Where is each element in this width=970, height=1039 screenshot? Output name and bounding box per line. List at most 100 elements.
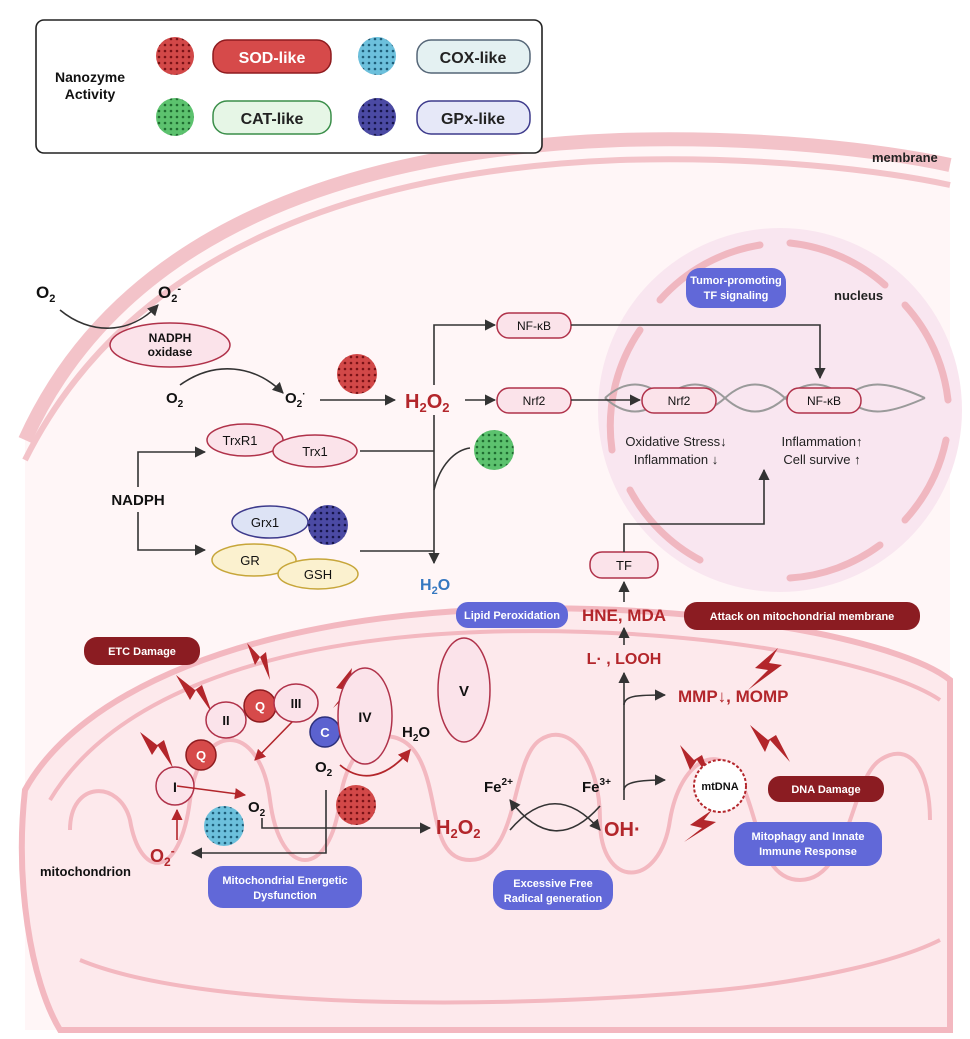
complex-v-label: V bbox=[459, 683, 469, 700]
legend-title-line1: Nanozyme bbox=[55, 69, 125, 85]
complex-iv bbox=[337, 667, 393, 765]
lightning-icon bbox=[680, 745, 712, 782]
tf-label: TF bbox=[616, 558, 632, 573]
mito-energetic-line1: Mitochondrial Energetic bbox=[222, 875, 347, 887]
gpx-nanozyme-cyto-icon bbox=[308, 505, 348, 545]
nadph-oxidase-line2: oxidase bbox=[148, 345, 193, 359]
nadph-oxidase bbox=[109, 322, 231, 368]
l-looh-label: L· , LOOH bbox=[587, 651, 662, 668]
legend: Nanozyme Activity SOD-like CAT-like COX-… bbox=[35, 19, 543, 154]
coq-label-1: Q bbox=[196, 748, 206, 763]
complex-ii-label: II bbox=[222, 713, 229, 728]
mito-energetic-badge bbox=[208, 866, 362, 908]
gsh-ellipse bbox=[277, 558, 359, 590]
membrane-label: membrane bbox=[872, 150, 938, 165]
lightning-icon bbox=[750, 725, 790, 762]
gr-ellipse bbox=[211, 543, 297, 577]
cox-nanozyme-icon bbox=[358, 37, 396, 75]
h2o-mito: H2O bbox=[402, 724, 430, 744]
cox-nanozyme-mito-icon bbox=[204, 806, 244, 846]
etc-damage-label: ETC Damage bbox=[108, 646, 176, 658]
nadph-label: NADPH bbox=[111, 492, 164, 509]
cyt-c-label: C bbox=[320, 725, 330, 740]
lipid-peroxidation-badge bbox=[456, 602, 568, 628]
cat-like-label: CAT-like bbox=[241, 111, 304, 128]
grx1-ellipse bbox=[231, 505, 309, 539]
complex-i bbox=[155, 766, 195, 806]
nucleus-label: nucleus bbox=[834, 288, 883, 303]
dna-damage-label: DNA Damage bbox=[791, 784, 860, 796]
lightning-icon bbox=[176, 675, 212, 713]
h2o2-mito: H2O2 bbox=[436, 817, 480, 841]
excessive-line1: Excessive Free bbox=[513, 878, 593, 890]
lightning-icon bbox=[748, 648, 782, 690]
mtdna-circle-icon bbox=[693, 759, 747, 813]
trx1-ellipse bbox=[272, 434, 358, 468]
o2-left: O2 bbox=[36, 283, 55, 305]
coq-label-2: Q bbox=[255, 699, 265, 714]
mito-energetic-line2: Dysfunction bbox=[253, 890, 317, 902]
mtdna-label: mtDNA bbox=[701, 781, 738, 793]
complex-ii bbox=[205, 701, 247, 739]
mitophagy-line1: Mitophagy and Innate bbox=[751, 831, 864, 843]
lightning-icon bbox=[684, 810, 716, 842]
etc-damage-badge bbox=[84, 637, 200, 665]
sod-nanozyme-mito-icon bbox=[336, 785, 376, 825]
legend-title-line2: Activity bbox=[65, 86, 116, 102]
mitophagy-badge bbox=[734, 822, 882, 866]
coq-icon bbox=[185, 739, 217, 771]
tumor-promoting-badge bbox=[686, 268, 786, 308]
nfkb-cyto-label: NF-κB bbox=[517, 319, 551, 333]
complex-iii-label: III bbox=[291, 696, 302, 711]
dna-damage-badge bbox=[768, 776, 884, 802]
complex-iv-label: IV bbox=[358, 709, 372, 725]
mmp-momp-label: MMP↓, MOMP bbox=[678, 687, 789, 706]
nrf2-nucleus-pill bbox=[641, 387, 717, 414]
tumor-badge-line1: Tumor-promoting bbox=[690, 275, 781, 287]
trx1-label: Trx1 bbox=[302, 444, 328, 459]
excessive-radical-badge bbox=[493, 870, 613, 910]
cat-nanozyme-cyto-icon bbox=[474, 430, 514, 470]
cell-survive-line2: Cell survive ↑ bbox=[783, 452, 860, 467]
cat-like-chip bbox=[212, 100, 332, 135]
nrf2-cyto-label: Nrf2 bbox=[523, 394, 546, 408]
gsh-label: GSH bbox=[304, 567, 332, 582]
cat-nanozyme-icon bbox=[156, 98, 194, 136]
oxidative-stress-line2: Inflammation ↓ bbox=[634, 452, 719, 467]
lipid-peroxidation-label: Lipid Peroxidation bbox=[464, 610, 560, 622]
gpx-like-chip bbox=[416, 100, 531, 135]
mitophagy-line2: Immune Response bbox=[759, 846, 857, 858]
nfkb-nucleus-pill bbox=[786, 387, 862, 414]
sod-like-label: SOD-like bbox=[239, 50, 306, 67]
complex-i-label: I bbox=[173, 779, 177, 795]
h2o-cyto: H2O bbox=[420, 577, 450, 597]
oxidative-stress-line1: Oxidative Stress↓ bbox=[625, 434, 726, 449]
gr-label: GR bbox=[240, 553, 260, 568]
attack-membrane-badge bbox=[684, 602, 920, 630]
mitochondrion-label: mitochondrion bbox=[40, 864, 131, 879]
complex-iii bbox=[273, 683, 319, 723]
sod-like-chip bbox=[212, 39, 332, 74]
oh-radical-label: OH· bbox=[604, 819, 641, 841]
cox-like-chip bbox=[416, 39, 531, 74]
sod-nanozyme-icon bbox=[156, 37, 194, 75]
sod-nanozyme-cyto-icon bbox=[337, 354, 377, 394]
nucleus bbox=[598, 228, 962, 592]
gpx-like-label: GPx-like bbox=[441, 111, 505, 128]
grx1-label: Grx1 bbox=[251, 515, 279, 530]
nadph-oxidase-line1: NADPH bbox=[149, 331, 192, 345]
nfkb-nucleus-label: NF-κB bbox=[807, 394, 841, 408]
gpx-nanozyme-icon bbox=[358, 98, 396, 136]
inflammation-line1: Inflammation↑ bbox=[782, 434, 863, 449]
lightning-icon bbox=[140, 732, 173, 768]
cox-like-label: COX-like bbox=[440, 50, 507, 67]
hne-mda-label: HNE, MDA bbox=[582, 606, 666, 625]
attack-membrane-label: Attack on mitochondrial membrane bbox=[710, 611, 895, 623]
trxr1-label: TrxR1 bbox=[223, 433, 258, 448]
excessive-line2: Radical generation bbox=[504, 893, 603, 905]
nrf2-nucleus-label: Nrf2 bbox=[668, 394, 691, 408]
superoxide-mito: O2- bbox=[150, 844, 175, 869]
h2o2-cyto: H2O2 bbox=[405, 391, 449, 415]
tumor-badge-line2: TF signaling bbox=[704, 290, 769, 302]
